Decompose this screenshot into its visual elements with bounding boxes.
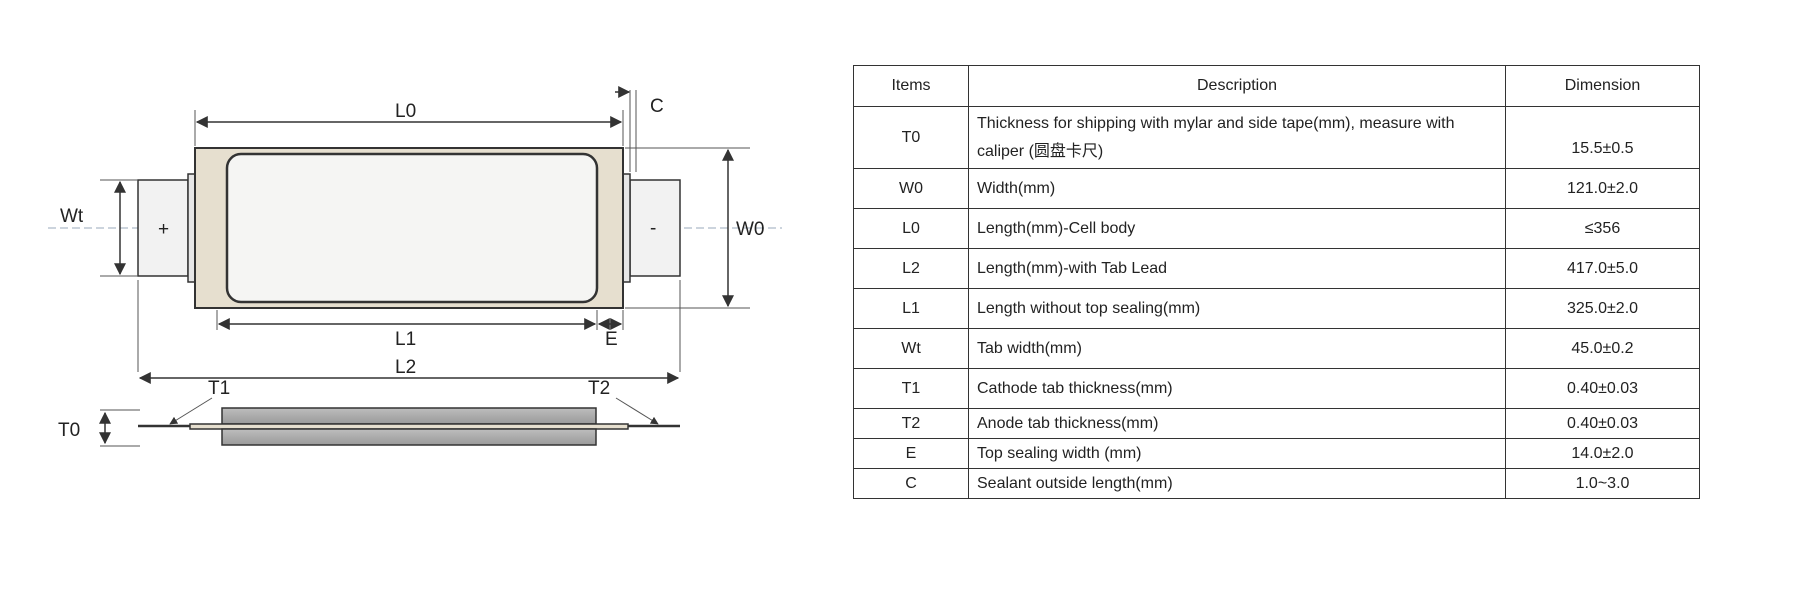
label-c: C (650, 96, 664, 117)
header-description: Description (968, 65, 1506, 107)
table-row: T1 Cathode tab thickness(mm) 0.40±0.03 (853, 368, 1700, 409)
description-cell: Sealant outside length(mm) (968, 468, 1506, 499)
description-cell: Anode tab thickness(mm) (968, 408, 1506, 439)
cell-core (225, 152, 599, 304)
table-row: L2 Length(mm)-with Tab Lead 417.0±5.0 (853, 248, 1700, 289)
label-l2: L2 (395, 357, 416, 378)
item-cell: T2 (853, 408, 969, 439)
negative-tab (629, 179, 681, 277)
label-t1: T1 (208, 378, 230, 399)
dimension-cell: 0.40±0.03 (1505, 408, 1700, 439)
dimension-cell: 121.0±2.0 (1505, 168, 1700, 209)
cell-dimension-diagram: + - L0 C Wt W0 L1 E L2 T0 (48, 86, 782, 447)
table-row: T2 Anode tab thickness(mm) 0.40±0.03 (853, 408, 1700, 439)
positive-tab-sealant (187, 173, 196, 283)
table-row: W0 Width(mm) 121.0±2.0 (853, 168, 1700, 209)
description-cell: Width(mm) (968, 168, 1506, 209)
plus-sign: + (158, 219, 169, 240)
dimension-cell: 14.0±2.0 (1505, 438, 1700, 469)
item-cell: L0 (853, 208, 969, 249)
dimension-cell: 0.40±0.03 (1505, 368, 1700, 409)
description-cell: Length(mm)-with Tab Lead (968, 248, 1506, 289)
description-cell: Length without top sealing(mm) (968, 288, 1506, 329)
description-cell: Top sealing width (mm) (968, 438, 1506, 469)
label-t0: T0 (58, 420, 80, 441)
label-w0: W0 (736, 219, 765, 240)
dimension-cell: 417.0±5.0 (1505, 248, 1700, 289)
side-view (138, 407, 680, 446)
specification-table: Items Description Dimension T0 Thickness… (853, 65, 1700, 499)
label-l1: L1 (395, 329, 416, 350)
t2-leader (615, 397, 659, 425)
label-l0: L0 (395, 101, 416, 122)
table-row: L0 Length(mm)-Cell body ≤356 (853, 208, 1700, 249)
item-cell: Wt (853, 328, 969, 369)
label-e: E (605, 329, 618, 350)
dimension-cell: 45.0±0.2 (1505, 328, 1700, 369)
item-cell: T0 (853, 106, 969, 169)
label-wt: Wt (60, 206, 84, 227)
item-cell: L1 (853, 288, 969, 329)
table-row: C Sealant outside length(mm) 1.0~3.0 (853, 468, 1700, 499)
table-row: T0 Thickness for shipping with mylar and… (853, 106, 1700, 169)
table-row: Wt Tab width(mm) 45.0±0.2 (853, 328, 1700, 369)
table-header-row: Items Description Dimension (853, 65, 1700, 107)
dimension-cell: 325.0±2.0 (1505, 288, 1700, 329)
description-cell: Tab width(mm) (968, 328, 1506, 369)
description-cell: Cathode tab thickness(mm) (968, 368, 1506, 409)
table-row: E Top sealing width (mm) 14.0±2.0 (853, 438, 1700, 469)
dimension-cell: 1.0~3.0 (1505, 468, 1700, 499)
negative-tab-sealant (622, 173, 631, 283)
minus-sign: - (650, 218, 656, 239)
description-cell: Thickness for shipping with mylar and si… (968, 106, 1506, 169)
dimension-cell: ≤356 (1505, 208, 1700, 249)
header-dimension: Dimension (1505, 65, 1700, 107)
description-cell: Length(mm)-Cell body (968, 208, 1506, 249)
item-cell: E (853, 438, 969, 469)
label-t2: T2 (588, 378, 610, 399)
item-cell: T1 (853, 368, 969, 409)
header-items: Items (853, 65, 969, 107)
t1-leader (169, 397, 213, 425)
dimension-cell: 15.5±0.5 (1505, 106, 1700, 169)
positive-tab (137, 179, 189, 277)
extension-lines (100, 90, 750, 372)
item-cell: L2 (853, 248, 969, 289)
item-cell: W0 (853, 168, 969, 209)
table-row: L1 Length without top sealing(mm) 325.0±… (853, 288, 1700, 329)
item-cell: C (853, 468, 969, 499)
